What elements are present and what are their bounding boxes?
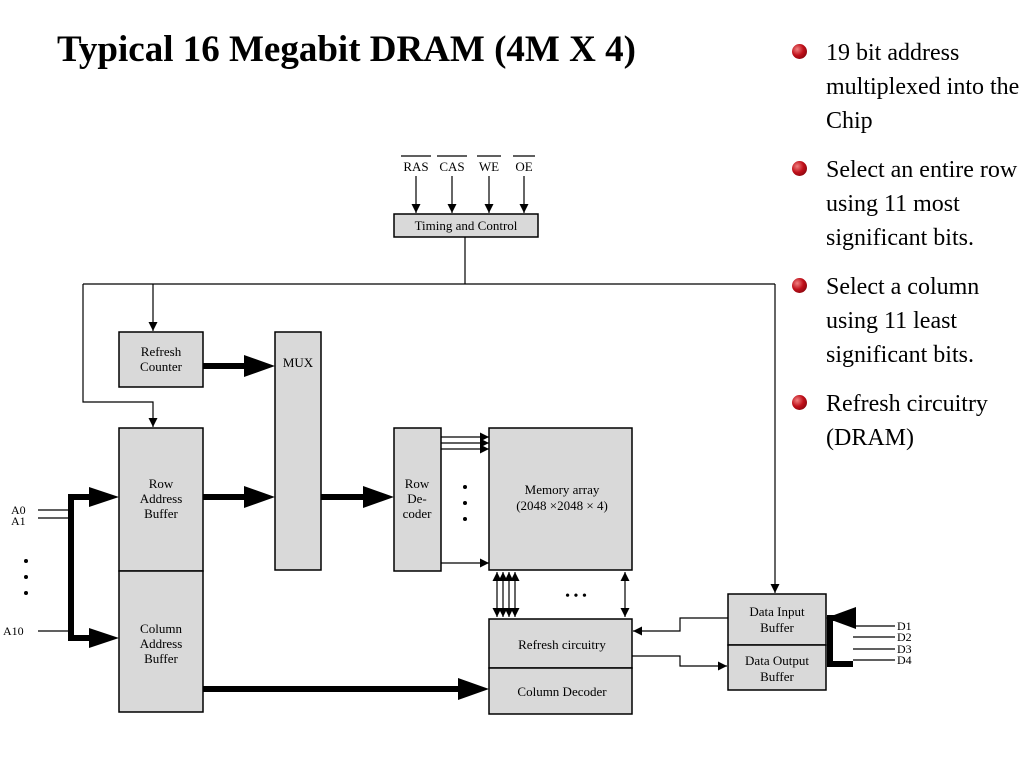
- bus-arrowheads: [89, 355, 856, 700]
- bullet-text: Select a column using 11 least significa…: [826, 274, 980, 368]
- row-select-lines: [441, 432, 489, 568]
- data-output-buffer-label-2: Buffer: [760, 669, 794, 684]
- control-signals: RAS CAS WE OE: [403, 159, 532, 174]
- signal-ras: RAS: [403, 159, 428, 174]
- slide-title: Typical 16 Megabit DRAM (4M X 4): [57, 29, 636, 70]
- data-pin-d1: D1: [897, 619, 912, 633]
- bullet-dot-icon: [792, 395, 807, 410]
- row-address-buffer-label-2: Address: [140, 491, 183, 506]
- bullet-item: Select a column using 11 least significa…: [786, 270, 1020, 372]
- refresh-counter-label-1: Refresh: [141, 344, 182, 359]
- row-decoder-label-3: coder: [403, 506, 433, 521]
- refresh-counter-label-2: Counter: [140, 359, 183, 374]
- refresh-counter-box: [118, 331, 204, 388]
- bullet-dot-icon: [792, 161, 807, 176]
- bullet-dot-icon: [792, 44, 807, 59]
- bullet-text: Select an entire row using 11 most signi…: [826, 157, 1018, 251]
- mux-box: [274, 331, 322, 571]
- memory-array-label-2: (2048 ×2048 × 4): [516, 498, 608, 513]
- mux-label: MUX: [283, 355, 314, 370]
- data-output-buffer-box: [727, 644, 827, 691]
- column-decoder-box: [488, 667, 633, 715]
- address-pin-a10: A10: [3, 624, 24, 638]
- signal-oe: OE: [515, 159, 532, 174]
- column-address-buffer-label-2: Address: [140, 636, 183, 651]
- bus-lines: [68, 363, 853, 692]
- timing-control-box: [393, 213, 539, 238]
- bullet-text: Refresh circuitry (DRAM): [826, 391, 988, 451]
- row-address-buffer-label-3: Buffer: [144, 506, 178, 521]
- address-pin-a0: A0: [11, 503, 26, 517]
- data-pin-d3: D3: [897, 642, 912, 656]
- data-path-lines: [632, 617, 728, 671]
- column-decoder-label: Column Decoder: [517, 684, 607, 699]
- memory-array-box: [488, 427, 633, 571]
- data-input-buffer-box: [727, 593, 827, 646]
- refresh-circuitry-box: [488, 618, 633, 669]
- timing-control-label: Timing and Control: [415, 218, 518, 233]
- address-pin-a1: A1: [11, 514, 26, 528]
- address-pin-ellipsis: [24, 559, 28, 595]
- row-decoder-label-2: De-: [407, 491, 427, 506]
- row-decoder-box: [393, 427, 442, 572]
- bullet-dot-icon: [792, 278, 807, 293]
- refresh-circuitry-label: Refresh circuitry: [518, 637, 606, 652]
- signal-we: WE: [479, 159, 499, 174]
- column-address-buffer-label-1: Column: [140, 621, 182, 636]
- column-bitlines-ellipsis: • • •: [565, 589, 587, 604]
- data-input-buffer-label-2: Buffer: [760, 620, 794, 635]
- data-pin-d4: D4: [897, 653, 912, 667]
- row-address-buffer-label-1: Row: [149, 476, 174, 491]
- column-address-buffer-box: [118, 570, 204, 713]
- column-bitlines: [492, 572, 630, 617]
- signal-cas: CAS: [439, 159, 464, 174]
- bullet-item: Refresh circuitry (DRAM): [786, 387, 1020, 455]
- bullet-text: 19 bit address multiplexed into the Chip: [826, 40, 1020, 134]
- bullet-item: Select an entire row using 11 most signi…: [786, 153, 1020, 255]
- data-input-buffer-label-1: Data Input: [749, 604, 805, 619]
- column-address-buffer-label-3: Buffer: [144, 651, 178, 666]
- data-pin-d2: D2: [897, 630, 912, 644]
- bullet-item: 19 bit address multiplexed into the Chip: [786, 36, 1020, 138]
- row-decoder-label-1: Row: [405, 476, 430, 491]
- row-address-buffer-box: [118, 427, 204, 572]
- row-select-ellipsis: [463, 485, 467, 521]
- address-pin-lines: [38, 509, 71, 632]
- control-bus: [82, 237, 780, 593]
- data-pin-lines: [853, 625, 895, 661]
- data-output-buffer-label-1: Data Output: [745, 653, 809, 668]
- control-signal-arrows: [411, 176, 529, 213]
- memory-array-label-1: Memory array: [525, 482, 600, 497]
- bullet-list: 19 bit address multiplexed into the Chip…: [786, 36, 1020, 470]
